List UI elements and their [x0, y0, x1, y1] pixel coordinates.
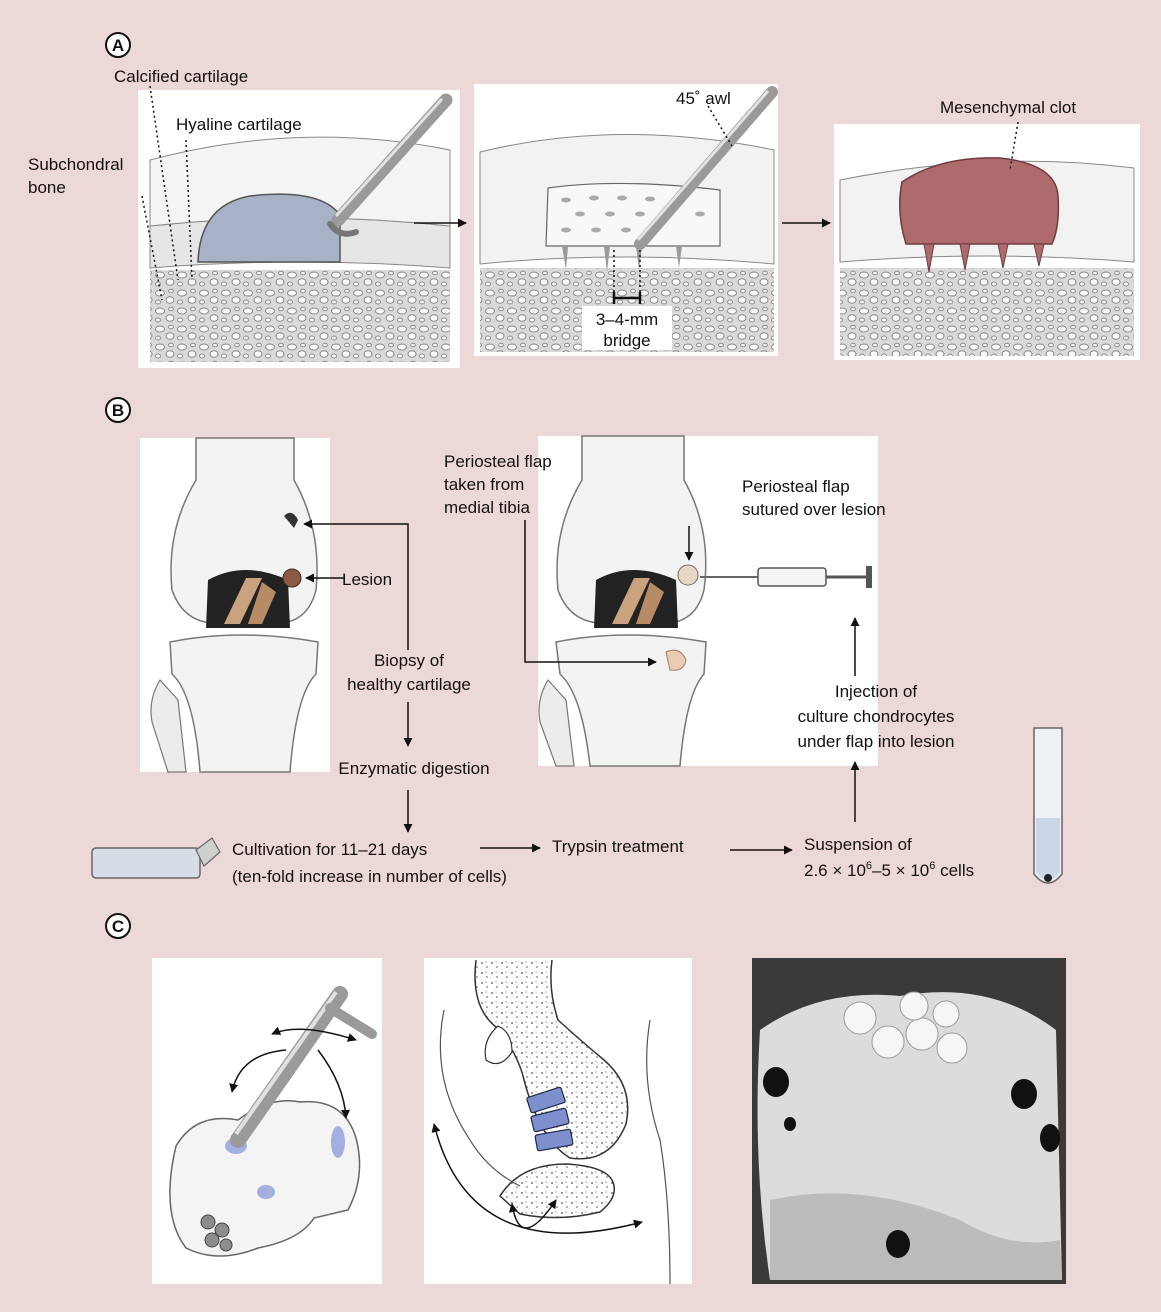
lesion-graphic [283, 569, 301, 587]
label-enzymatic: Enzymatic digestion [338, 759, 489, 778]
panel-a-image-clot: Mesenchymal clot [834, 98, 1140, 360]
label-biopsy-line2: healthy cartilage [347, 675, 471, 694]
test-tube [1034, 728, 1062, 883]
knee-biopsy-image [140, 438, 330, 772]
panel-c-label: C [112, 917, 124, 936]
cleaned-defect-graphic [546, 183, 720, 246]
harvest-site-3 [331, 1126, 345, 1158]
knee-plug-sagittal-image [424, 958, 692, 1284]
label-periosteal-taken-line3: medial tibia [444, 498, 531, 517]
label-periosteal-sutured-line1: Periosteal flap [742, 477, 850, 496]
label-injection-line1: Injection of [835, 682, 917, 701]
panel-b-label: B [112, 401, 124, 420]
panel-c: C [106, 914, 1066, 1284]
cell-pellet [1044, 874, 1052, 882]
syringe-barrel [758, 568, 826, 586]
label-periosteal-taken-line2: taken from [444, 475, 524, 494]
subchondral-bone-graphic [150, 270, 450, 362]
label-awl: 45˚ awl [676, 89, 731, 108]
label-periosteal-sutured-line2: sutured over lesion [742, 500, 886, 519]
label-cultivation-line2: (ten-fold increase in number of cells) [232, 867, 507, 886]
intraoperative-photo [752, 958, 1066, 1284]
label-subchondral-line2: bone [28, 178, 66, 197]
label-calcified-cartilage: Calcified cartilage [114, 67, 248, 86]
flap-on-lesion-graphic [678, 565, 698, 585]
label-lesion: Lesion [342, 570, 392, 589]
label-bridge-line2: bridge [603, 331, 650, 350]
label-bridge-line1: 3–4-mm [596, 310, 658, 329]
harvest-site-2 [257, 1185, 275, 1199]
label-suspension-line2: 2.6 × 106–5 × 106 cells [804, 860, 974, 880]
panel-a-label: A [112, 36, 124, 55]
label-injection-line3: under flap into lesion [798, 732, 955, 751]
label-subchondral-line1: Subchondral [28, 155, 123, 174]
label-periosteal-taken-line1: Periosteal flap [444, 452, 552, 471]
panel-a-image-awl: 45˚ awl 3–4-mm bridge [474, 84, 778, 356]
syringe-handle [866, 566, 872, 588]
subchondral-bone-graphic [840, 268, 1134, 356]
label-suspension-line1: Suspension of [804, 835, 912, 854]
label-mesenchymal-clot: Mesenchymal clot [940, 98, 1076, 117]
tube-liquid [1036, 818, 1060, 880]
osteochondral-harvest-image [152, 958, 382, 1284]
label-injection-line2: culture chondrocytes [798, 707, 955, 726]
label-trypsin: Trypsin treatment [552, 837, 684, 856]
flask-body [92, 848, 200, 878]
clot-graphic [900, 158, 1059, 244]
label-cultivation-line1: Cultivation for 11–21 days [232, 840, 427, 859]
label-biopsy-line1: Biopsy of [374, 651, 444, 670]
label-hyaline-cartilage: Hyaline cartilage [176, 115, 302, 134]
